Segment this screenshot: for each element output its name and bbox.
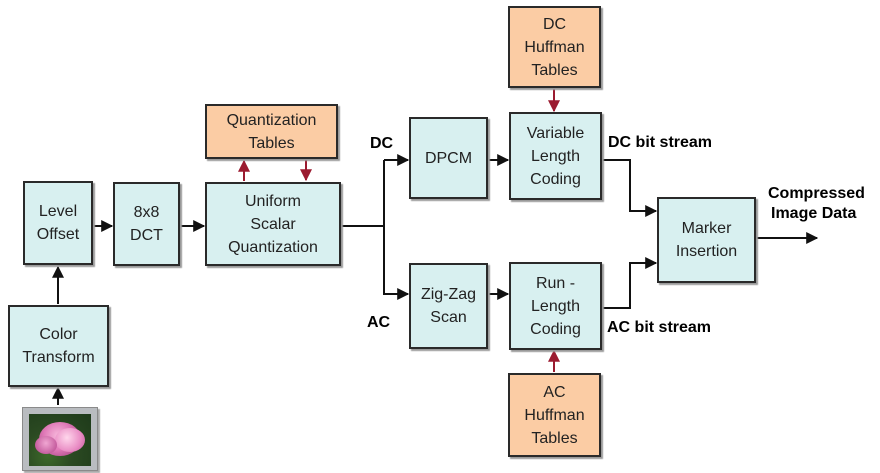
- run-length-coding-block: Run - Length Coding: [509, 262, 602, 350]
- dct-line-2: DCT: [130, 224, 163, 247]
- dc-huffman-line-1: DC: [543, 13, 566, 36]
- ac-huffman-line-1: AC: [543, 381, 565, 404]
- connector-rlc-to-marker: [602, 263, 656, 308]
- rose-photo-icon: [22, 407, 98, 471]
- ac-huffman-tables-box: AC Huffman Tables: [508, 373, 601, 457]
- quantization-block: Uniform Scalar Quantization: [205, 182, 341, 266]
- color-transform-block: Color Transform: [8, 305, 109, 387]
- connector-branch-to-zigzag: [384, 226, 408, 294]
- variable-length-coding-block: Variable Length Coding: [509, 112, 602, 200]
- ac-branch-label: AC: [367, 313, 390, 333]
- level-offset-line-2: Offset: [37, 223, 79, 246]
- rlc-line-2: Length: [531, 295, 580, 318]
- vlc-line-3: Coding: [530, 168, 581, 191]
- output-label-line-2: Image Data: [771, 204, 856, 224]
- color-transform-line-2: Transform: [22, 346, 94, 369]
- dct-line-1: 8x8: [134, 201, 160, 224]
- connector-quant-to-branch: [341, 160, 384, 226]
- quantization-line-3: Quantization: [228, 236, 318, 259]
- connector-vlc-to-marker: [602, 160, 656, 211]
- level-offset-line-1: Level: [39, 200, 77, 223]
- zigzag-scan-block: Zig-Zag Scan: [409, 263, 488, 349]
- ac-huffman-line-3: Tables: [531, 427, 577, 450]
- dc-bit-stream-label: DC bit stream: [608, 133, 712, 153]
- quantization-tables-line-1: Quantization: [227, 109, 317, 132]
- ac-bit-stream-label: AC bit stream: [607, 318, 711, 338]
- marker-line-2: Insertion: [676, 240, 737, 263]
- dct-block: 8x8 DCT: [113, 182, 180, 266]
- vlc-line-2: Length: [531, 145, 580, 168]
- marker-insertion-block: Marker Insertion: [657, 197, 756, 283]
- quantization-line-1: Uniform: [245, 190, 301, 213]
- rlc-line-3: Coding: [530, 318, 581, 341]
- dc-branch-label: DC: [370, 134, 393, 154]
- rose-photo-content: [29, 414, 91, 466]
- output-label-line-1: Compressed: [768, 184, 865, 204]
- dc-huffman-line-2: Huffman: [524, 36, 584, 59]
- dpcm-block: DPCM: [409, 117, 488, 199]
- dc-huffman-line-3: Tables: [531, 59, 577, 82]
- dc-huffman-tables-box: DC Huffman Tables: [508, 6, 601, 88]
- zigzag-line-2: Scan: [430, 306, 466, 329]
- marker-line-1: Marker: [682, 217, 732, 240]
- level-offset-block: Level Offset: [23, 181, 93, 265]
- vlc-line-1: Variable: [527, 122, 585, 145]
- rlc-line-1: Run -: [536, 272, 575, 295]
- color-transform-line-1: Color: [39, 323, 77, 346]
- quantization-line-2: Scalar: [250, 213, 295, 236]
- quantization-tables-line-2: Tables: [248, 132, 294, 155]
- zigzag-line-1: Zig-Zag: [421, 283, 476, 306]
- ac-huffman-line-2: Huffman: [524, 404, 584, 427]
- quantization-tables-box: Quantization Tables: [205, 104, 338, 159]
- dpcm-label: DPCM: [425, 147, 472, 170]
